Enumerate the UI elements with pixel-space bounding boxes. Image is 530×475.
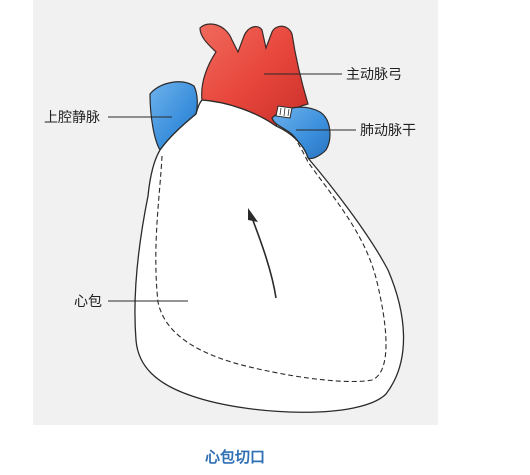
figure-caption: 心包切口 <box>204 448 265 466</box>
pericardium-outline <box>134 99 405 413</box>
pulmonary-trunk-label: 肺动脉干 <box>360 123 416 139</box>
arrow-head-icon <box>248 208 258 222</box>
pulmonary-trunk-shape <box>271 106 331 160</box>
aortic-arch-shape <box>199 23 309 127</box>
ligamentum-arteriosum <box>275 105 293 119</box>
pericardiotomy-incision-line <box>155 139 387 383</box>
superior-vena-cava-label: 上腔静脉 <box>44 110 100 126</box>
aortic-arch-label: 主动脉弓 <box>346 67 402 83</box>
pericardium-label: 心包 <box>74 294 102 310</box>
incision-direction-arrow <box>251 217 277 299</box>
